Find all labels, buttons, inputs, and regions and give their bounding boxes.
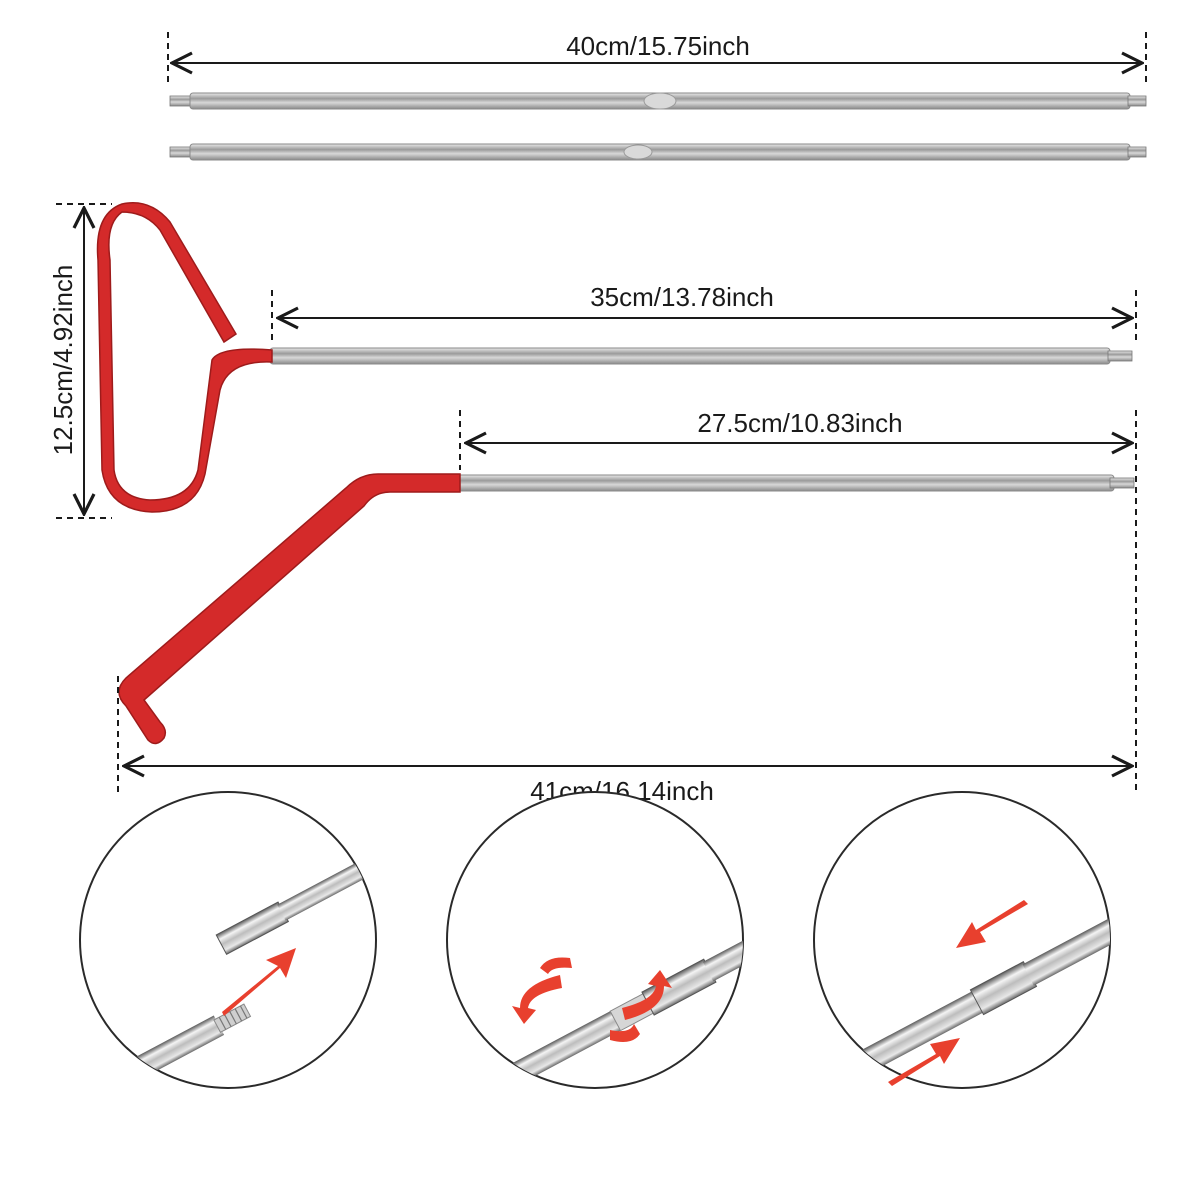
- opposing-arrows-icon: [888, 900, 1028, 1086]
- rotate-arrows-icon: [512, 957, 672, 1042]
- hook-rod: 27.5cm/10.83inch 41cm/16.14inch: [117, 408, 1137, 806]
- t-handle-red-grip: [96, 202, 273, 513]
- hook-red-grip: [118, 473, 461, 745]
- extension-rods: 40cm/15.75inch: [167, 31, 1147, 161]
- handle-height-dimension: 12.5cm/4.92inch: [48, 203, 112, 519]
- dim-label-35cm: 35cm/13.78inch: [590, 282, 774, 312]
- dim-label-40cm: 40cm/15.75inch: [566, 31, 750, 61]
- extension-rod-1: [169, 92, 1147, 110]
- dim-label-27-5cm: 27.5cm/10.83inch: [697, 408, 902, 438]
- step-circle-3: [813, 791, 1111, 1089]
- step-circle-2: [446, 791, 744, 1089]
- dim-label-handle: 12.5cm/4.92inch: [48, 265, 78, 456]
- extension-rod-2: [169, 143, 1147, 161]
- t-handle-rod: 35cm/13.78inch: [96, 202, 1137, 513]
- step-circle-1: [79, 791, 377, 1089]
- straight-arrow-icon: [222, 948, 296, 1016]
